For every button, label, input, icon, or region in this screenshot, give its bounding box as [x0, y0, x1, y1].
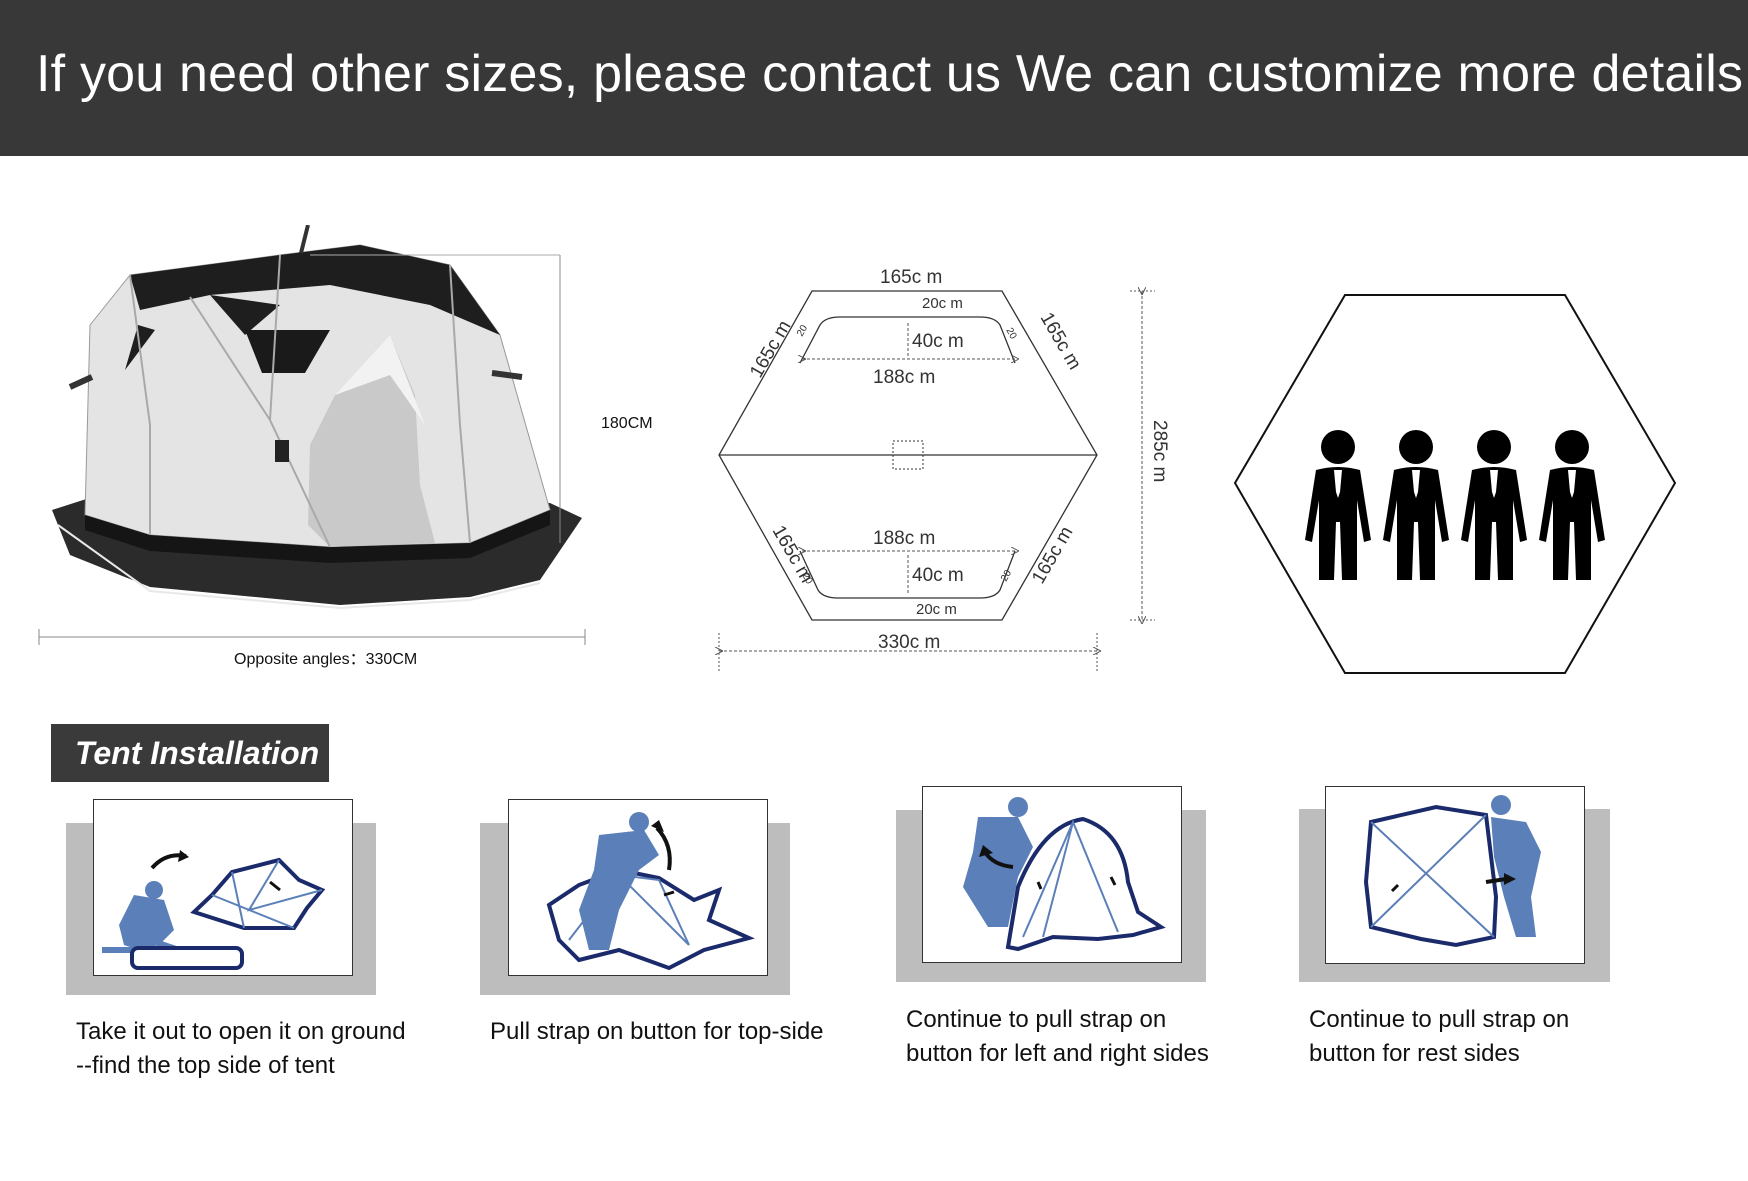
dim-small-corner-4: 20: [999, 568, 1014, 584]
top-banner: If you need other sizes, please contact …: [0, 0, 1748, 156]
step-2-caption: Pull strap on button for top-side: [490, 1015, 824, 1049]
tent-body: [84, 244, 551, 548]
upper-window-outline: [799, 316, 1016, 364]
tent-height-label: 180CM: [601, 415, 653, 432]
dim-top-edge: 165c m: [880, 267, 942, 288]
person-icon: [1461, 430, 1527, 580]
dim-upper-window-top: 20c m: [922, 295, 963, 312]
step-3-line-1: Continue to pull strap on: [906, 1006, 1167, 1033]
dim-small-corner-3: 20: [799, 571, 814, 587]
person-icon: [1539, 430, 1605, 580]
dim-lower-window-width: 188c m: [873, 528, 935, 549]
banner-text: If you need other sizes, please contact …: [36, 45, 1744, 103]
installation-heading: Tent Installation: [51, 724, 329, 782]
dim-small-corner-1: 20: [795, 323, 810, 339]
tent-photo: [38, 225, 586, 645]
step-3-caption: Continue to pull strap on button for lef…: [906, 1003, 1209, 1071]
step-4-line-2: button for rest sides: [1309, 1040, 1520, 1067]
lower-window-outline: [799, 550, 1016, 599]
person-icon: [1383, 430, 1449, 580]
dim-upper-right-edge: 165c m: [1036, 309, 1085, 373]
dim-width: 330c m: [878, 632, 940, 653]
capacity-hexagon: [1233, 294, 1677, 674]
step-1-illustration: [93, 799, 353, 976]
capacity-diagram: [1233, 294, 1677, 674]
step-4-line-1: Continue to pull strap on: [1309, 1006, 1570, 1033]
dim-lower-window-bottom: 20c m: [916, 601, 957, 618]
step-1-caption: Take it out to open it on ground --find …: [76, 1015, 406, 1083]
step-2-illustration: [508, 799, 768, 976]
dim-small-corner-2: 20: [1003, 326, 1018, 342]
dim-height: 285c m: [1149, 420, 1170, 482]
step-4-illustration: [1325, 786, 1585, 964]
dim-upper-left-edge: 165c m: [746, 317, 795, 381]
floor-plan-diagram: 165c m 20c m 40c m 188c m 188c m 40c m 2…: [700, 267, 1170, 671]
tent-window: [245, 330, 330, 373]
step-3-line-2: button for left and right sides: [906, 1040, 1209, 1067]
dim-upper-window-depth: 40c m: [912, 331, 964, 352]
person-icon: [1305, 430, 1371, 580]
dim-lower-window-depth: 40c m: [912, 565, 964, 586]
step-1-line-2: --find the top side of tent: [76, 1052, 335, 1079]
step-2-line-1: Pull strap on button for top-side: [490, 1018, 824, 1045]
dim-lower-right-edge: 165c m: [1028, 523, 1077, 587]
dim-upper-window-width: 188c m: [873, 367, 935, 388]
step-4-caption: Continue to pull strap on button for res…: [1309, 1003, 1569, 1071]
step-1-line-1: Take it out to open it on ground: [76, 1018, 406, 1045]
tent-width-label: Opposite angles：330CM: [234, 651, 418, 668]
installation-heading-text: Tent Installation: [75, 735, 320, 771]
step-3-illustration: [922, 786, 1182, 963]
